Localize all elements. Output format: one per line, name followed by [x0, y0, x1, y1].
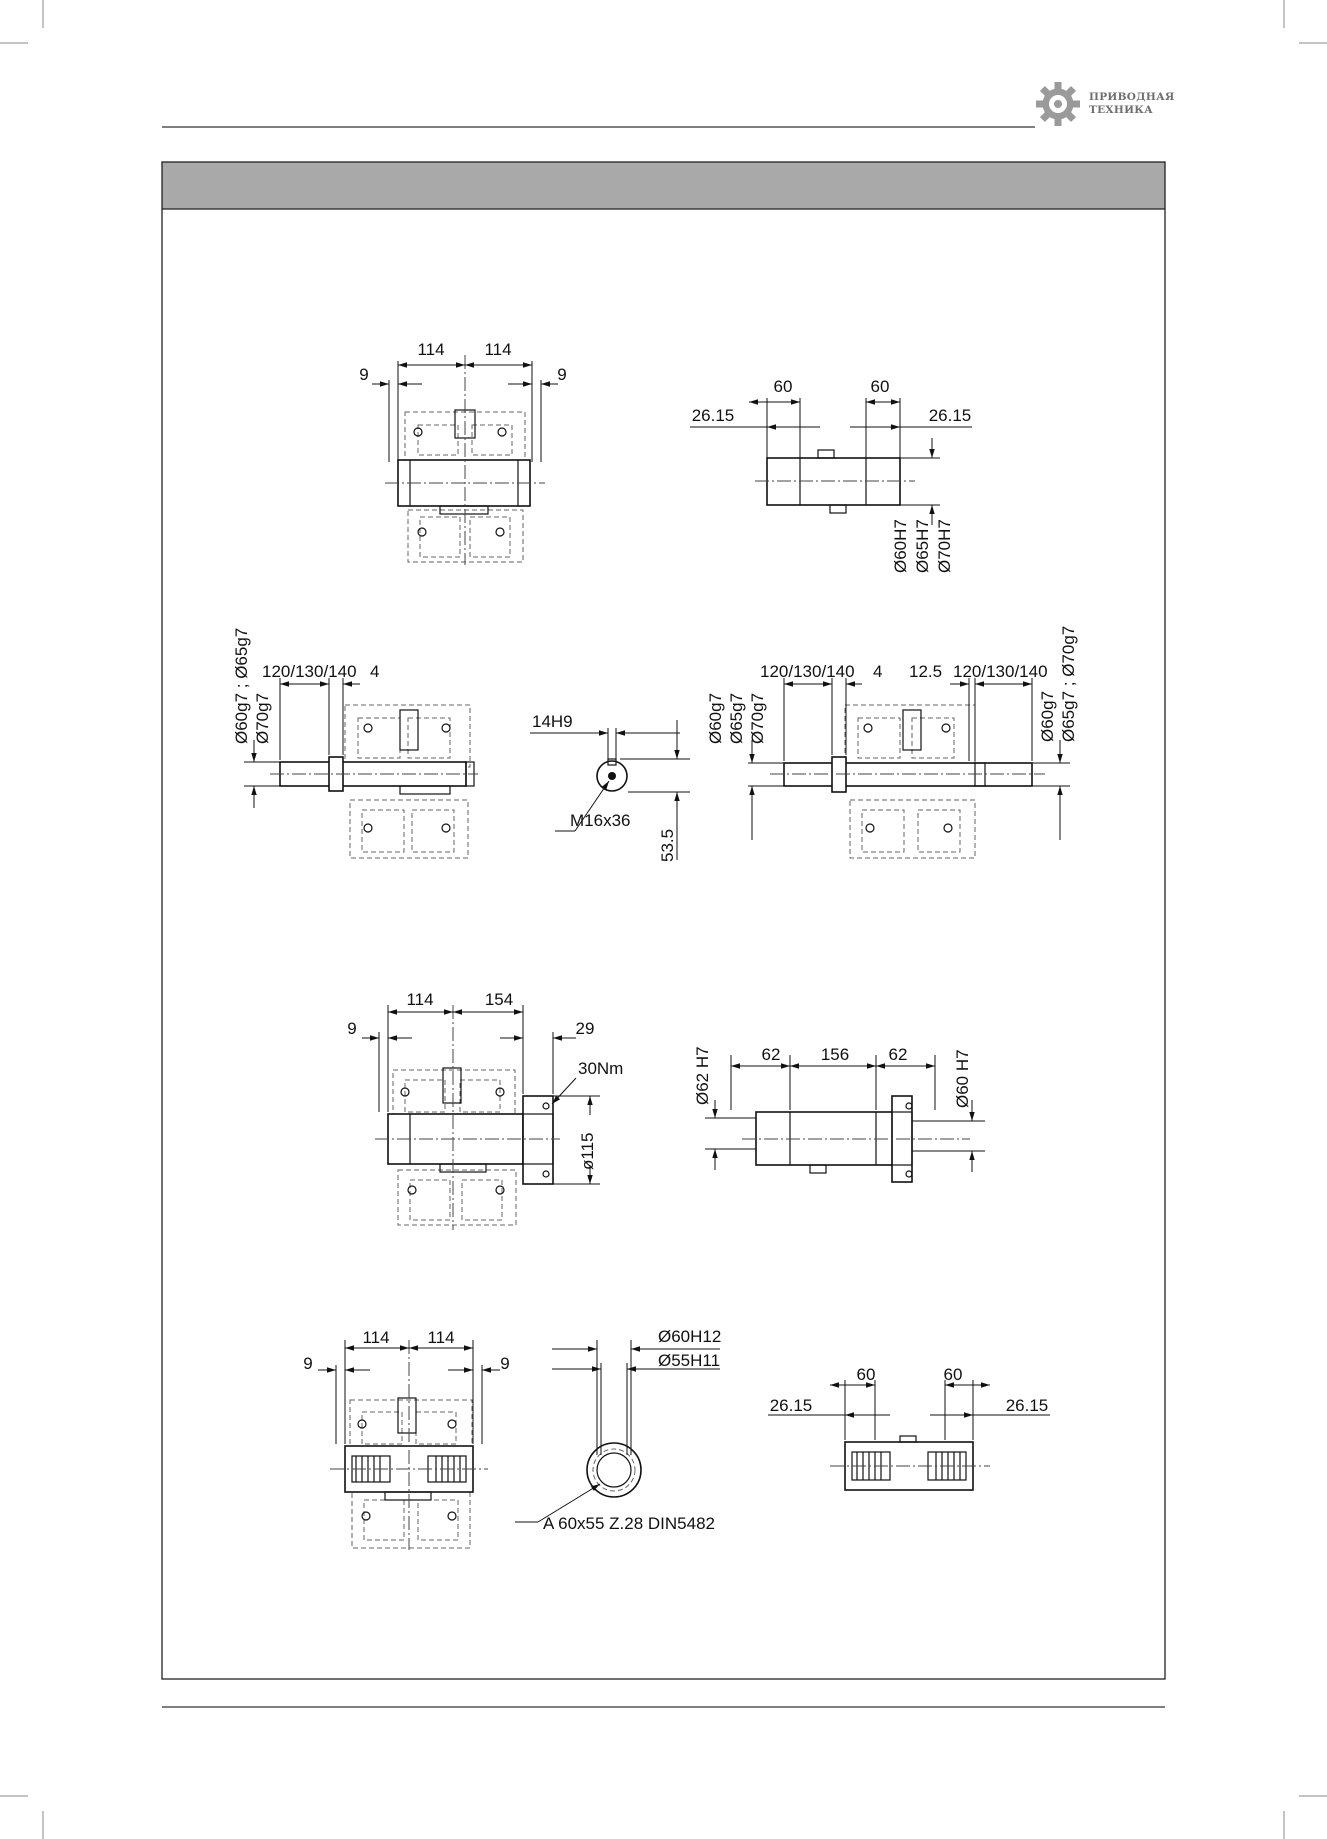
drawing-hollow-shaft-side: 114 114 9 9	[359, 340, 567, 565]
drawing-double-output-shaft: 120/130/140 4 12.5 120/130/140 Ø60g7 Ø65…	[706, 626, 1078, 859]
dim-label: 26.15	[692, 406, 735, 425]
logo-text-line1: ПРИВОДНАЯ	[1089, 91, 1175, 103]
dim-label: 9	[500, 1354, 509, 1373]
dim-label: 4	[873, 662, 882, 681]
drawing-splined-shaft-side: 114 114 9 9	[303, 1328, 510, 1550]
drawing-splined-shaft-detail: 60 60 26.15 26.15	[768, 1365, 1050, 1491]
bore-label: Ø62 H7	[693, 1046, 712, 1105]
dim-label: 62	[762, 1045, 781, 1064]
dim-label: 60	[774, 377, 793, 396]
shaft-diameter-label: Ø60g7 ; Ø65g7	[232, 628, 251, 744]
drawing-shrink-disc-side: 114 154 9 29 30Nm ø115	[347, 990, 623, 1230]
dim-label: 120/130/140	[262, 662, 357, 681]
dim-label: 62	[889, 1045, 908, 1064]
dim-label: 120/130/140	[953, 662, 1048, 681]
dim-label: 60	[857, 1365, 876, 1384]
shaft-diameter-label: Ø60g7	[1038, 691, 1057, 742]
bore-label: Ø60H12	[658, 1327, 721, 1346]
shaft-diameter-label: Ø60g7	[706, 693, 725, 744]
bore-label: Ø65H7	[913, 519, 932, 573]
dim-label: 53.5	[658, 829, 677, 862]
dim-label: 9	[303, 1354, 312, 1373]
dim-label: 114	[484, 340, 511, 359]
drawing-spline-section: Ø60H12 Ø55H11 A 60x55 Z.28 DIN5482	[515, 1327, 721, 1533]
torque-label: 30Nm	[578, 1059, 623, 1078]
dim-label: 26.15	[929, 406, 972, 425]
dim-label: 9	[359, 365, 368, 384]
shaft-diameter-label: Ø70g7	[253, 693, 272, 744]
spline-spec-label: A 60x55 Z.28 DIN5482	[543, 1514, 715, 1533]
dim-label: 4	[370, 662, 379, 681]
dim-label: 29	[576, 1019, 595, 1038]
dim-label: 154	[485, 990, 513, 1009]
drawing-single-output-shaft: 120/130/140 4 Ø60g7 ; Ø65g7 Ø70g7	[232, 628, 478, 859]
dim-label: 120/130/140	[760, 662, 855, 681]
shaft-diameter-label: Ø70g7	[748, 693, 767, 744]
drawing-frame	[161, 161, 1166, 1680]
shaft-diameter-label: Ø65g7	[727, 693, 746, 744]
title-bar	[162, 162, 1165, 209]
dim-label: 12.5	[909, 662, 942, 681]
logo-text-line2: ТЕХНИКА	[1089, 104, 1153, 116]
dim-label: 114	[427, 1328, 454, 1347]
shaft-diameter-label: Ø65g7 ; Ø70g7	[1059, 626, 1078, 742]
drawing-shaft-key-section: 14H9 M16x36 53.5	[530, 712, 690, 862]
dim-label: 9	[557, 365, 566, 384]
thread-label: M16x36	[570, 811, 630, 830]
drawing-hollow-shaft-detail: 60 60 26.15 26.15 Ø60H7 Ø65H7 Ø70H7	[690, 377, 972, 573]
bore-label: Ø60 H7	[953, 1049, 972, 1108]
bore-label: Ø60H7	[891, 519, 910, 573]
brand-logo: ПРИВОДНАЯ ТЕХНИКА	[1036, 82, 1175, 126]
dim-label: 156	[821, 1045, 849, 1064]
gear-icon	[1036, 82, 1080, 126]
dim-label: 26.15	[1006, 1396, 1049, 1415]
dim-label: 26.15	[770, 1396, 813, 1415]
dim-label: 114	[362, 1328, 389, 1347]
bore-label: Ø55H11	[658, 1351, 720, 1370]
dim-label: ø115	[578, 1133, 597, 1171]
dim-label: 114	[406, 990, 433, 1009]
dim-label: 9	[347, 1019, 356, 1038]
bore-label: Ø70H7	[935, 519, 954, 573]
dim-label: 60	[871, 377, 890, 396]
key-label: 14H9	[532, 712, 573, 731]
dim-label: 114	[417, 340, 444, 359]
dim-label: 60	[944, 1365, 963, 1384]
drawing-shrink-disc-detail: 62 156 62 Ø62 H7 Ø60 H7	[693, 1045, 985, 1183]
